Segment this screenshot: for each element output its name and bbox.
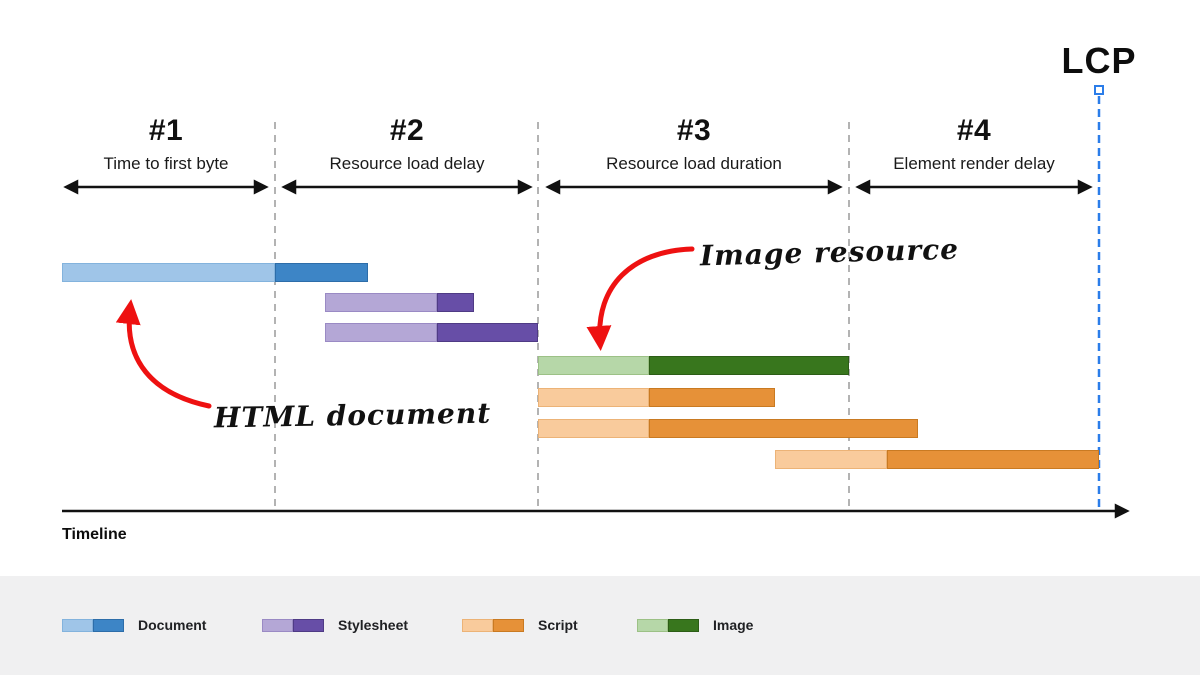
legend-item-script: Script <box>462 617 578 633</box>
stylesheet-swatch-dark <box>293 618 324 632</box>
phase-number: #3 <box>676 114 712 147</box>
stylesheet-bar-dark-segment <box>437 293 474 312</box>
phase-label: Resource load duration <box>606 154 782 173</box>
phase-number: #1 <box>148 114 184 147</box>
legend-label: Document <box>138 617 207 633</box>
legend-label: Image <box>713 617 754 633</box>
legend-bar: Document Stylesheet Script Image <box>0 576 1200 675</box>
legend-item-stylesheet: Stylesheet <box>262 617 408 633</box>
document-bar-dark-segment <box>275 263 368 282</box>
script-bar-light-segment <box>775 450 887 469</box>
legend-label: Stylesheet <box>338 617 409 633</box>
red-arrow-image-resource <box>586 246 695 351</box>
timeline-label: Timeline <box>62 526 127 543</box>
script-bar-dark-segment <box>649 419 918 438</box>
phase-number: #2 <box>389 114 425 147</box>
script-bar-dark-segment <box>887 450 1099 469</box>
script-swatch-light <box>462 618 493 632</box>
script-bar-dark-segment <box>649 388 775 407</box>
phase-label: Time to first byte <box>103 154 229 173</box>
image-bar-dark-segment <box>649 356 849 375</box>
stylesheet-bar-light-segment <box>325 323 437 342</box>
lcp-marker-square <box>1094 85 1104 95</box>
annotation-html-document: HTML document <box>213 396 492 435</box>
script-swatch-dark <box>493 618 524 632</box>
red-arrow-html-document <box>115 299 212 409</box>
image-swatch-light <box>637 618 668 632</box>
legend-item-document: Document <box>62 617 206 633</box>
image-swatch-icon <box>637 618 699 632</box>
stylesheet-bar-dark-segment <box>437 323 538 342</box>
document-swatch-light <box>62 618 93 632</box>
legend-label: Script <box>538 617 578 633</box>
phase-label: Resource load delay <box>329 154 485 173</box>
stylesheet-bar-light-segment <box>325 293 437 312</box>
document-swatch-dark <box>93 618 124 632</box>
annotation-image-resource: Image resource <box>699 232 960 273</box>
image-swatch-dark <box>668 618 699 632</box>
phase-number: #4 <box>956 114 992 147</box>
stylesheet-swatch-light <box>262 618 293 632</box>
legend-item-image: Image <box>637 617 753 633</box>
stylesheet-swatch-icon <box>262 618 324 632</box>
script-swatch-icon <box>462 618 524 632</box>
script-bar-light-segment <box>538 388 649 407</box>
lcp-label: LCP <box>1061 40 1137 81</box>
image-bar-light-segment <box>538 356 649 375</box>
script-bar-light-segment <box>538 419 649 438</box>
phase-label: Element render delay <box>893 154 1055 173</box>
document-bar-light-segment <box>62 263 275 282</box>
document-swatch-icon <box>62 618 124 632</box>
